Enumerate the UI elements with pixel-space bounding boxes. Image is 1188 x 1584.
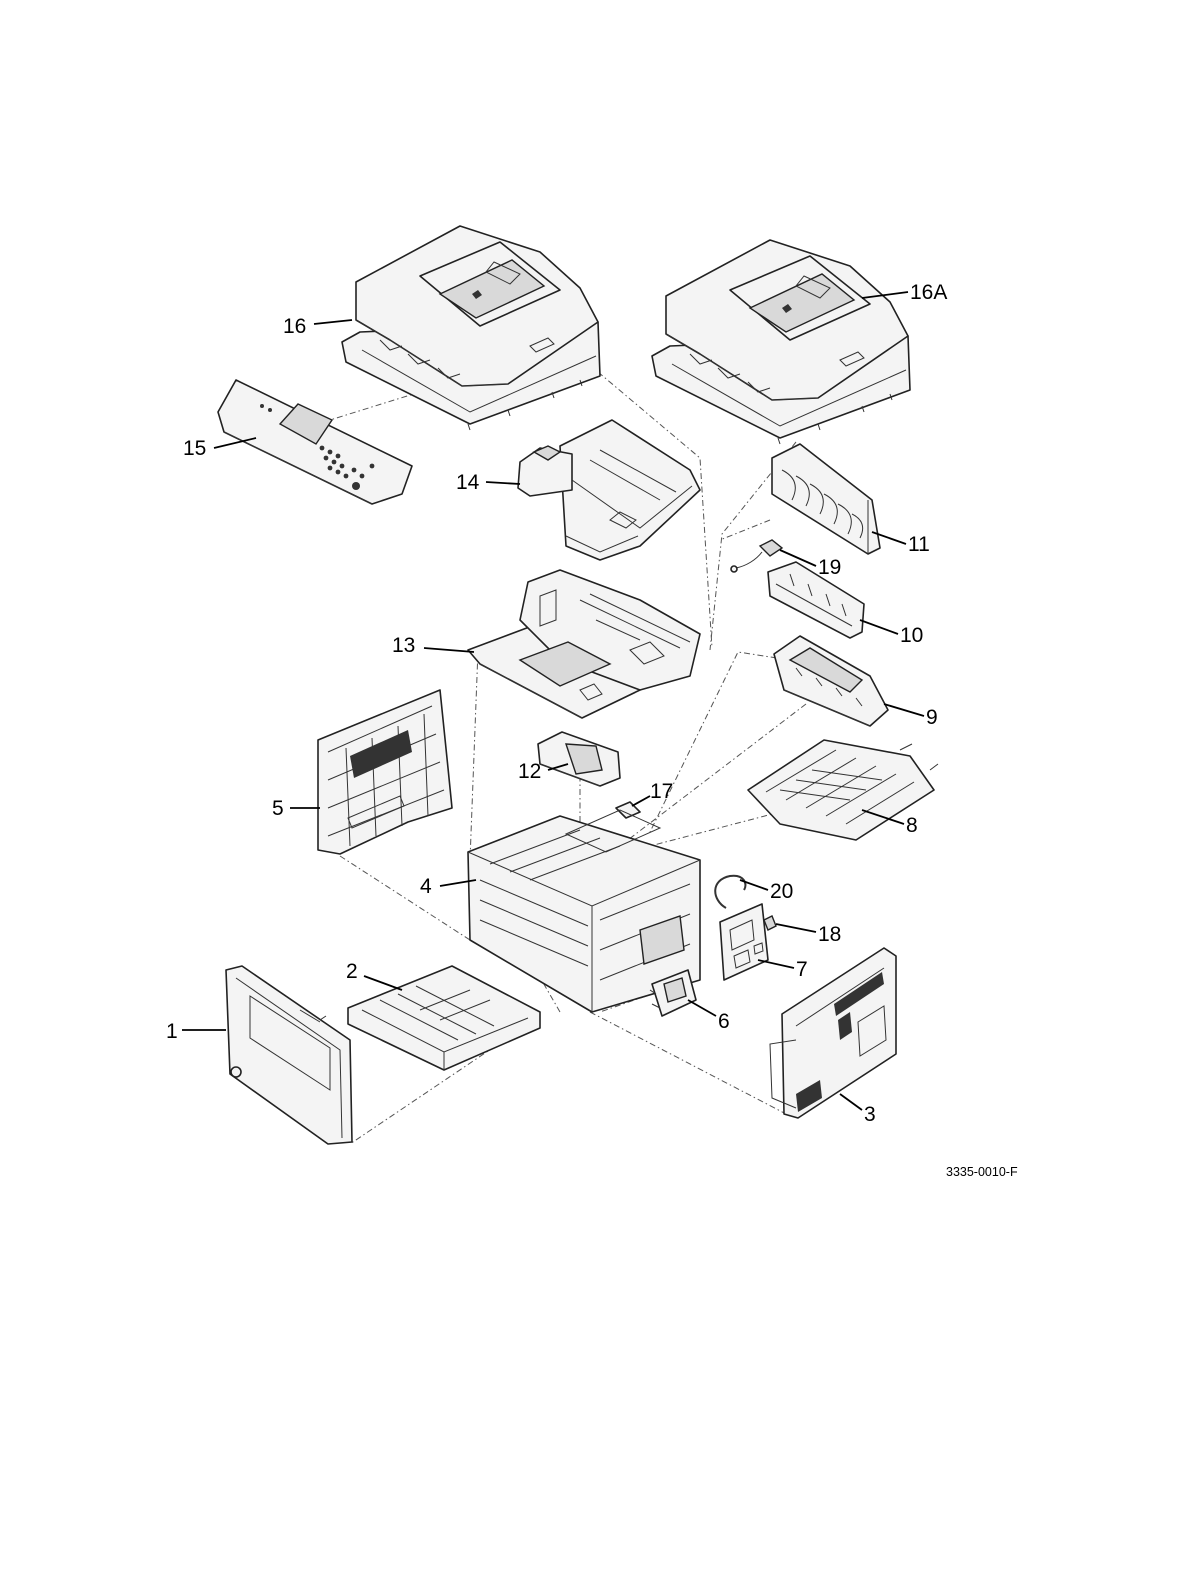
callout-2: 2 [346,960,358,983]
part-10-exit-assembly [768,562,864,638]
callout-13: 13 [392,634,415,657]
part-16-scanner-adf [342,226,600,430]
part-11-rear-door [772,444,880,554]
callout-1: 1 [166,1020,178,1043]
callout-16a: 16A [910,281,947,304]
part-16a-scanner-adf [652,240,910,444]
callout-7: 7 [796,958,808,981]
callout-19: 19 [818,556,841,579]
part-15-control-panel [218,380,412,504]
callout-20: 20 [770,880,793,903]
callout-6: 6 [718,1010,730,1033]
callout-4: 4 [420,875,432,898]
callout-15: 15 [183,437,206,460]
callout-11: 11 [908,533,930,556]
callout-18: 18 [818,923,841,946]
part-19-sensor-harness [731,540,782,572]
callout-9: 9 [926,706,938,729]
part-18-small-card [764,916,776,930]
part-14-scanner-base [518,420,700,560]
callout-8: 8 [906,814,918,837]
callout-12: 12 [518,760,541,783]
part-12-laser-unit [538,732,620,786]
figure-id: 3335-0010-F [946,1165,1018,1179]
callout-14: 14 [456,471,480,494]
part-13-top-cover [468,570,700,718]
part-9-fuser [774,636,888,726]
callout-17: 17 [650,780,673,803]
callout-3: 3 [864,1103,876,1126]
callout-16: 16 [283,315,306,338]
part-7-main-board [720,904,768,980]
part-1-front-cover [226,966,352,1144]
callout-5: 5 [272,797,284,820]
callout-10: 10 [900,624,923,647]
part-3-right-cover [770,948,896,1118]
part-5-left-cover [318,690,452,854]
